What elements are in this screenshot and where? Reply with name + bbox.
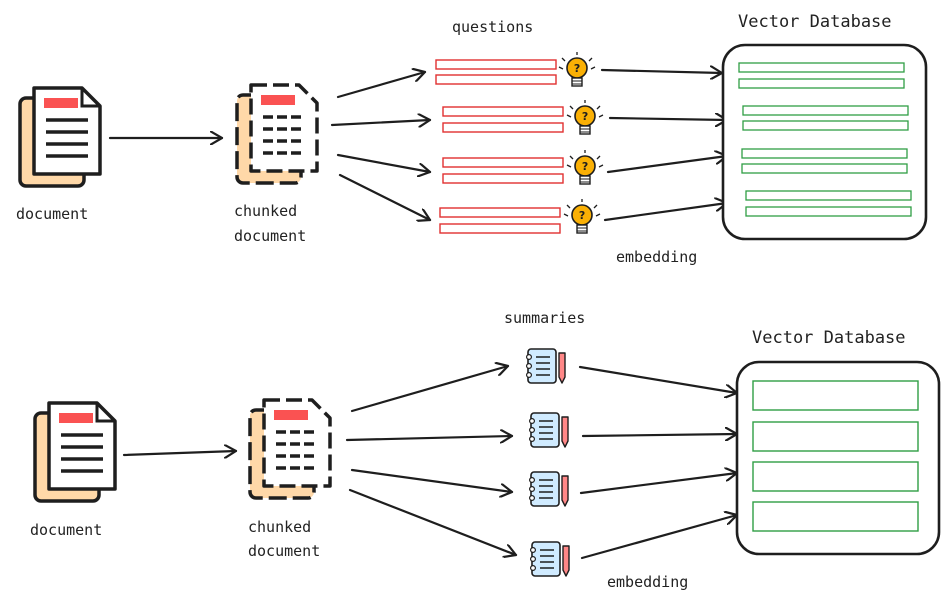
summary-notebook-icon-4 (529, 541, 570, 577)
arrow-summary-to-db-3 (579, 473, 739, 495)
question-3 (442, 157, 564, 184)
chunked-label-line2-top: document (234, 227, 306, 245)
arrow-question-to-db-2 (608, 118, 729, 120)
arrow-summary-to-db-4 (580, 515, 739, 560)
questions-label: questions (452, 18, 533, 36)
embedding-label-top: embedding (616, 248, 697, 266)
lightbulb-icon-4 (563, 198, 601, 234)
question-4 (439, 207, 561, 234)
summaries-label: summaries (504, 309, 585, 327)
question-1 (435, 59, 557, 85)
document-label-top: document (16, 205, 88, 223)
lightbulb-icon-1 (558, 51, 596, 87)
document-label-bottom: document (30, 521, 102, 539)
arrow-chunk-to-summary-4 (348, 488, 518, 555)
summary-notebook-icon-1 (525, 348, 566, 384)
summary-notebook-icon-3 (528, 471, 569, 507)
document-icon-top (18, 86, 102, 188)
vector-database-label-top: Vector Database (738, 12, 892, 32)
lightbulb-icon-3 (566, 149, 604, 185)
arrow-chunk-to-summary-1 (350, 366, 510, 413)
lightbulb-icon-2 (566, 99, 604, 135)
arrow-doc-to-chunk-bottom (122, 451, 238, 455)
question-2 (442, 106, 564, 133)
arrow-question-to-db-1 (600, 70, 724, 73)
arrow-chunk-to-summary-3 (350, 468, 514, 492)
arrow-question-to-db-4 (603, 203, 729, 222)
arrow-chunk-to-question-2 (330, 120, 432, 125)
db-entries-bottom (752, 380, 919, 532)
chunked-label-line2-bottom: document (248, 542, 320, 560)
vector-database-top (721, 43, 928, 241)
chunked-document-icon-bottom (248, 398, 332, 500)
chunked-label-line1-bottom: chunked (248, 518, 311, 536)
arrow-chunk-to-question-3 (336, 153, 432, 172)
vector-database-label-bottom: Vector Database (752, 328, 906, 348)
arrow-chunk-to-summary-2 (345, 436, 514, 440)
embedding-label-bottom: embedding (607, 573, 688, 591)
arrow-chunk-to-question-1 (336, 72, 427, 99)
chunked-label-line1-top: chunked (234, 202, 297, 220)
arrow-summary-to-db-2 (581, 434, 739, 436)
chunked-document-icon-top (235, 83, 319, 185)
arrow-summary-to-db-1 (578, 365, 739, 393)
vector-database-bottom (735, 360, 941, 556)
document-icon-bottom (33, 401, 117, 503)
arrow-question-to-db-3 (606, 156, 729, 174)
arrow-chunk-to-question-4 (338, 173, 432, 220)
summary-notebook-icon-2 (528, 412, 569, 448)
db-entries-top (738, 62, 912, 217)
